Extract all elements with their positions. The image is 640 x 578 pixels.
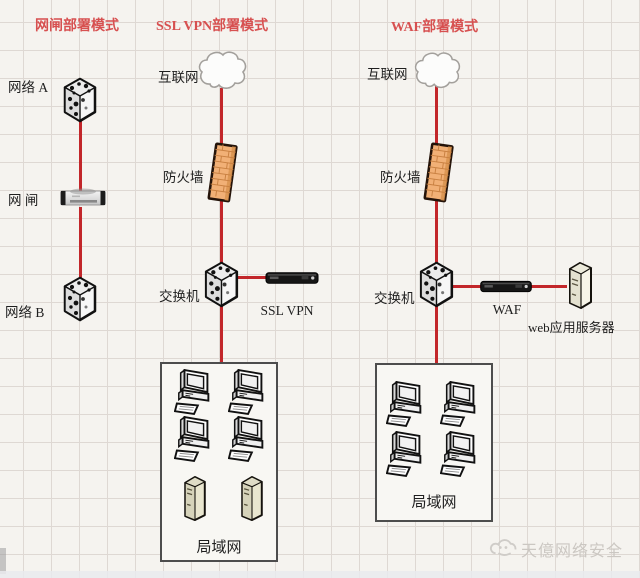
desktop-computer-icon — [386, 381, 428, 429]
label-web-app-server: web应用服务器 — [528, 320, 615, 335]
label-network-b: 网络 B — [5, 305, 45, 320]
label-internet-sslvpn: 互联网 — [158, 70, 199, 85]
switch-icon — [62, 276, 98, 322]
lan-box-waf: 局域网 — [375, 363, 493, 522]
desktop-computer-icon — [228, 369, 270, 417]
connector-gap-networkB — [79, 207, 82, 279]
connector-switch-sslvpn — [236, 276, 270, 279]
bottom-edge-band — [0, 571, 640, 578]
lan-box-sslvpn: 局域网 — [160, 362, 278, 562]
watermark-text: 天億网络安全 — [521, 543, 624, 560]
switch-icon — [418, 261, 455, 308]
label-firewall-sslvpn: 防火墙 — [163, 170, 204, 185]
label-network-a: 网络 A — [8, 80, 49, 95]
desktop-computer-icon — [386, 431, 428, 479]
sslvpn-appliance-bar-icon — [265, 270, 319, 286]
connector-waf-column — [435, 86, 438, 364]
connector-networkA-gap — [79, 118, 82, 192]
scan-artifact — [0, 548, 6, 574]
column-title-gap-mode: 网闸部署模式 — [35, 19, 119, 34]
label-waf-device: WAF — [492, 302, 522, 317]
label-sslvpn-device: SSL VPN — [260, 303, 314, 318]
connector-sslvpn-column — [220, 88, 223, 364]
label-internet-waf: 互联网 — [367, 67, 408, 82]
server-tower-icon — [181, 475, 209, 522]
column-title-sslvpn-mode: SSL VPN部署模式 — [156, 19, 269, 34]
server-tower-icon — [238, 475, 266, 522]
label-lan-waf: 局域网 — [411, 495, 457, 511]
firewall-brick-icon — [205, 140, 241, 206]
desktop-computer-icon — [228, 416, 270, 464]
label-switch-sslvpn: 交换机 — [159, 289, 200, 304]
waf-appliance-bar-icon — [479, 279, 533, 294]
switch-icon — [62, 77, 98, 123]
desktop-computer-icon — [174, 416, 216, 464]
label-gap-appliance: 网 闸 — [8, 193, 39, 208]
cloud-face-logo-icon — [489, 535, 521, 560]
desktop-computer-icon — [440, 431, 482, 479]
web-server-tower-icon — [564, 260, 594, 310]
column-title-waf-mode: WAF部署模式 — [391, 20, 479, 35]
label-firewall-waf: 防火墙 — [380, 170, 421, 185]
internet-cloud-icon — [412, 50, 462, 90]
label-switch-waf: 交换机 — [374, 291, 415, 306]
label-lan-sslvpn: 局域网 — [196, 540, 242, 556]
internet-cloud-icon — [196, 49, 248, 91]
desktop-computer-icon — [174, 369, 216, 417]
desktop-computer-icon — [440, 381, 482, 429]
firewall-brick-icon — [421, 140, 457, 206]
switch-icon — [203, 261, 240, 308]
gap-appliance-icon — [59, 187, 107, 209]
